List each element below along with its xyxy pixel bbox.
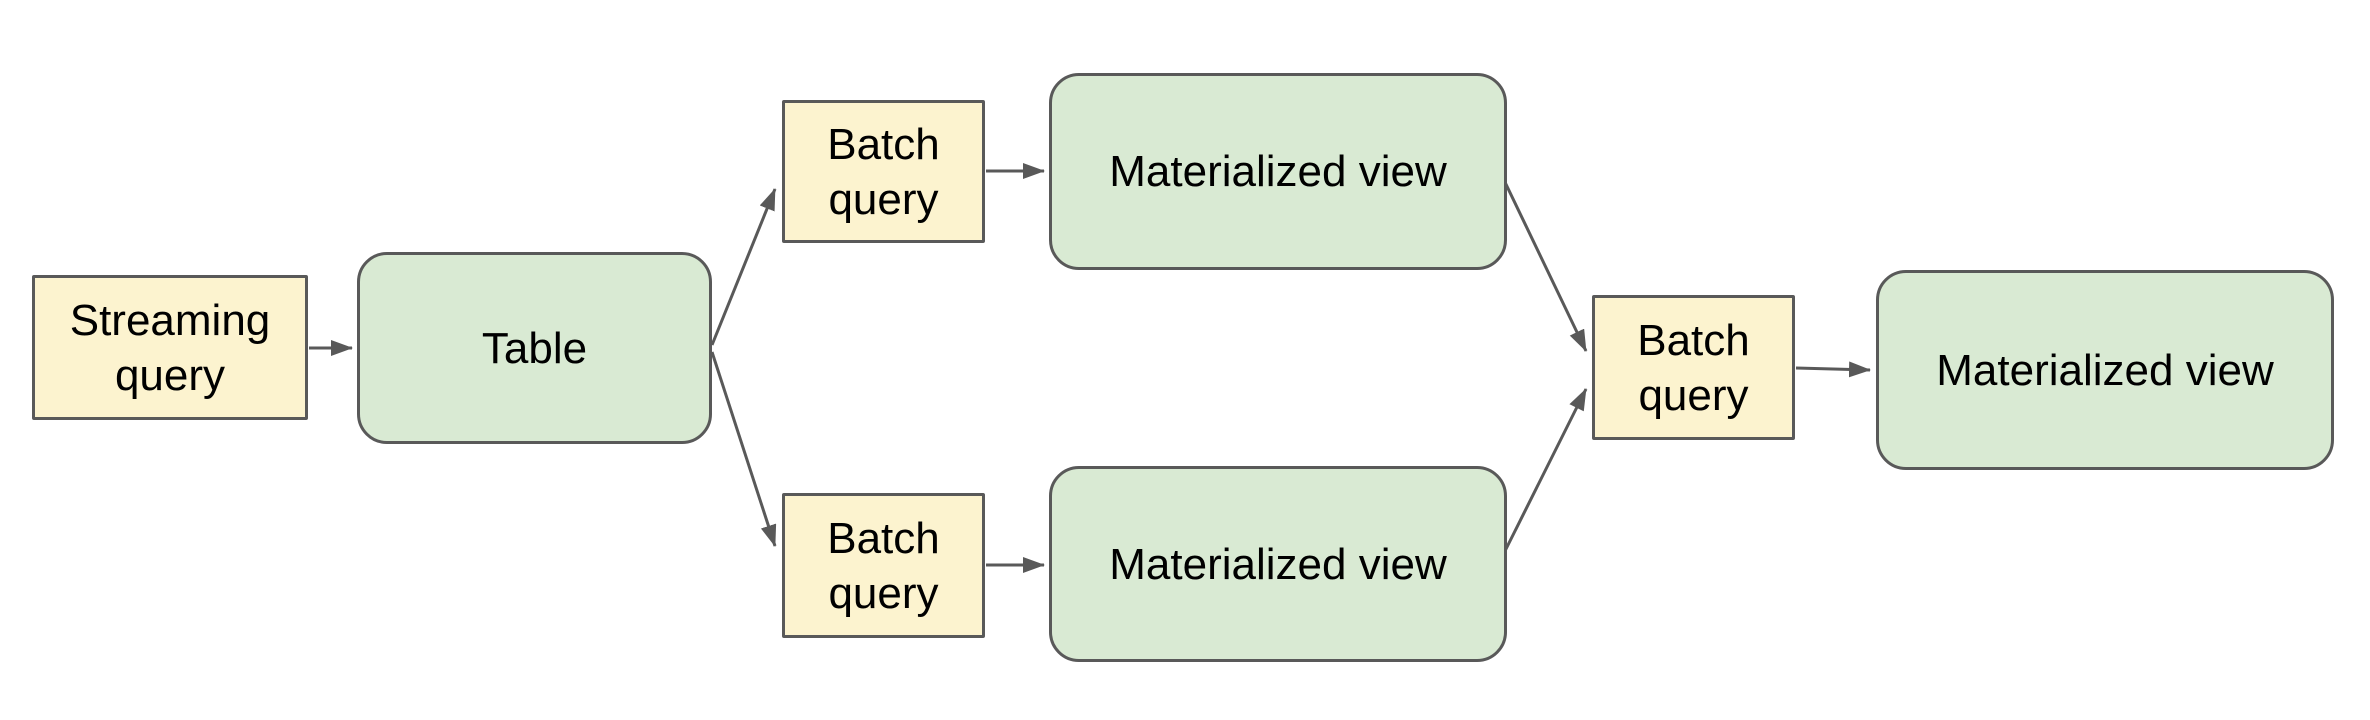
node-materialized-view-top-label: Materialized view <box>1109 147 1447 196</box>
node-table: Table <box>357 252 712 444</box>
arrow-materialized-view-bottom-to-batch-query-right <box>1501 388 1588 556</box>
node-batch-query-bottom: Batch query <box>782 493 985 638</box>
node-table-label: Table <box>481 323 588 373</box>
node-batch-query-top-label: Batch query <box>827 119 940 224</box>
arrow-batch-query-right-to-materialized-view-right <box>1795 361 1871 378</box>
node-batch-query-bottom-label: Batch query <box>827 513 940 618</box>
node-streaming-query-label: Streaming query <box>69 295 271 400</box>
node-materialized-view-right: Materialized view <box>1876 270 2334 470</box>
arrow-table-to-batch-query-bottom <box>710 351 777 547</box>
node-materialized-view-bottom: Materialized view <box>1049 466 1507 662</box>
arrow-materialized-view-top-to-batch-query-right <box>1501 177 1588 352</box>
node-materialized-view-top: Materialized view <box>1049 73 1507 270</box>
node-batch-query-right-label: Batch query <box>1637 315 1750 420</box>
node-batch-query-top: Batch query <box>782 100 985 243</box>
node-materialized-view-bottom-label: Materialized view <box>1109 539 1447 589</box>
node-streaming-query: Streaming query <box>32 275 308 420</box>
node-materialized-view-right-label: Materialized view <box>1936 345 2274 395</box>
node-batch-query-right: Batch query <box>1592 295 1795 440</box>
arrow-table-to-batch-query-top <box>710 188 777 346</box>
